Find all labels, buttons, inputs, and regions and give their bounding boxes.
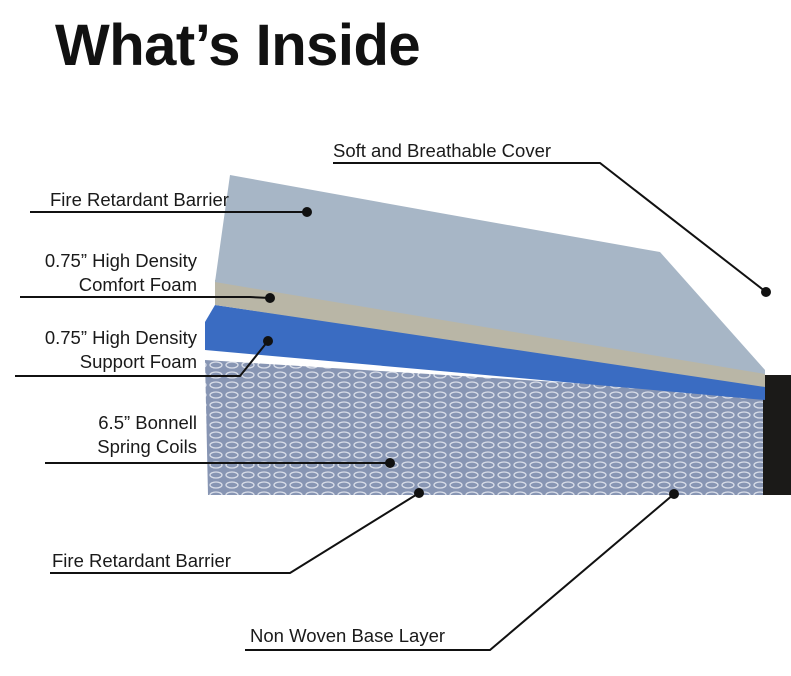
label-spring-coils: 6.5” Bonnell Spring Coils xyxy=(0,411,197,459)
label-coils-line2: Spring Coils xyxy=(97,436,197,457)
cover-layer xyxy=(215,175,765,374)
base-layer xyxy=(763,375,791,495)
label-fire-retardant-bottom: Fire Retardant Barrier xyxy=(52,550,231,571)
label-support-foam: 0.75” High Density Support Foam xyxy=(0,326,197,374)
label-coils-line1: 6.5” Bonnell xyxy=(98,412,197,433)
spring-coils-layer xyxy=(205,360,765,495)
label-fire-retardant-top: Fire Retardant Barrier xyxy=(50,189,229,210)
label-base-layer: Non Woven Base Layer xyxy=(250,625,446,646)
label-cover: Soft and Breathable Cover xyxy=(333,140,552,161)
page-title: What’s Inside xyxy=(55,13,421,78)
label-comfort-line1: 0.75” High Density xyxy=(44,250,197,271)
label-support-line2: Support Foam xyxy=(79,351,197,372)
leader-lines xyxy=(15,162,767,651)
support-foam-layer xyxy=(205,305,765,400)
label-support-line1: 0.75” High Density xyxy=(44,327,197,348)
callout-dots xyxy=(263,207,771,499)
label-comfort-line2: Comfort Foam xyxy=(78,274,197,295)
label-comfort-foam: 0.75” High Density Comfort Foam xyxy=(0,249,197,297)
